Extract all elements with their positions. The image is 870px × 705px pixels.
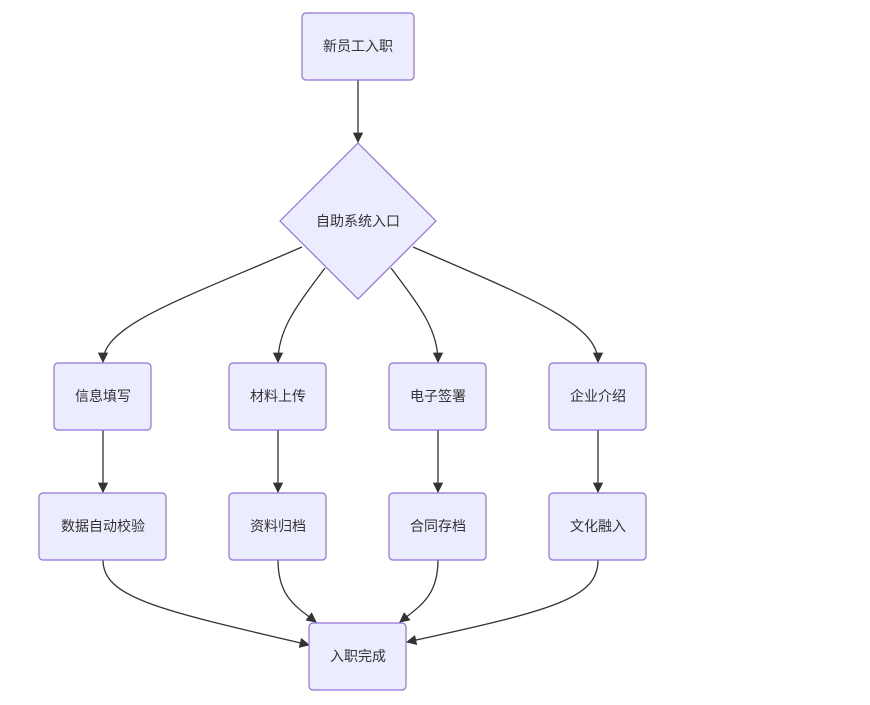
node-portal-label: 自助系统入口	[316, 214, 400, 230]
node-done: 入职完成	[308, 622, 407, 691]
node-intro-label: 企业介绍	[570, 388, 626, 405]
node-validate-label: 数据自动校验	[61, 518, 145, 535]
edge-contract-done	[399, 559, 439, 623]
node-esign: 电子签署	[388, 362, 487, 431]
edge-validate-done	[102, 559, 311, 648]
edge-culture-done	[405, 559, 599, 646]
node-portal: 自助系统入口	[279, 142, 437, 300]
node-info-label: 信息填写	[75, 388, 131, 405]
node-info: 信息填写	[53, 362, 152, 431]
edge-portal-intro	[412, 246, 604, 364]
node-validate: 数据自动校验	[38, 492, 167, 561]
node-upload: 材料上传	[228, 362, 327, 431]
node-start-label: 新员工入职	[323, 39, 393, 55]
node-esign-label: 电子签署	[410, 388, 466, 405]
edge-portal-upload	[272, 267, 326, 364]
node-intro: 企业介绍	[548, 362, 647, 431]
node-archive-label: 资料归档	[250, 518, 306, 535]
edges	[97, 80, 604, 648]
edge-archive-done	[277, 559, 317, 623]
node-culture-label: 文化融入	[570, 519, 626, 535]
node-start: 新员工入职	[301, 12, 415, 81]
node-contract: 合同存档	[388, 492, 487, 561]
edge-portal-info	[97, 246, 303, 364]
node-done-label: 入职完成	[330, 649, 386, 665]
node-contract-label: 合同存档	[410, 519, 466, 535]
node-archive: 资料归档	[228, 492, 327, 561]
edge-portal-esign	[390, 267, 444, 364]
node-culture: 文化融入	[548, 492, 647, 561]
node-upload-label: 材料上传	[250, 389, 306, 405]
